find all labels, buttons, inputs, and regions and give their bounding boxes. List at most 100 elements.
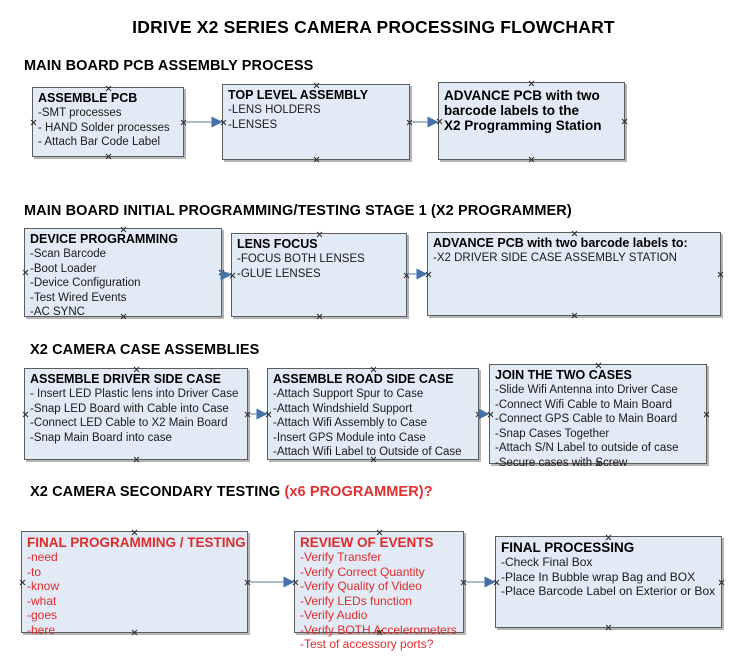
connector-handle-left[interactable]	[19, 579, 26, 586]
connector-handle-left[interactable]	[22, 411, 29, 418]
node-line: -Verify Correct Quantity	[300, 564, 425, 579]
connector-handle-bottom[interactable]	[605, 624, 612, 631]
node-review-of-events[interactable]: REVIEW OF EVENTS -Verify Transfer -Verif…	[292, 531, 467, 651]
section-header-main-board-initial-programming: MAIN BOARD INITIAL PROGRAMMING/TESTING S…	[24, 203, 572, 219]
node-line: -Attach Wifi Label to Outside of Case	[273, 446, 462, 458]
node-line: -Verify Quality of Video	[300, 579, 422, 593]
node-line: -goes	[27, 608, 58, 622]
node-line: - Insert LED Plastic lens into Driver Ca…	[30, 388, 239, 400]
connector-handle-left[interactable]	[22, 269, 29, 276]
connector-handle-top[interactable]	[528, 80, 535, 87]
node-line: -GLUE LENSES	[237, 267, 321, 280]
node-line: -Attach Windshield Support	[273, 402, 413, 415]
node-line: -FOCUS BOTH LENSES	[237, 253, 365, 265]
connector-handle-right[interactable]	[475, 411, 482, 418]
node-line: -Place In Bubble wrap Bag and BOX	[501, 569, 696, 584]
node-line: -Snap LED Board with Cable into Case	[30, 402, 229, 415]
node-line: -Place Barcode Label on Exterior or Box	[501, 584, 716, 598]
arrow-device-programming-to-lens-focus	[220, 269, 232, 281]
connector-handle-bottom[interactable]	[571, 312, 578, 319]
node-line: -what	[27, 593, 57, 608]
node-line: -Connect LED Cable to X2 Main Board	[30, 417, 228, 429]
node-title: ASSEMBLE PCB	[38, 91, 138, 105]
connector-handle-right[interactable]	[718, 579, 725, 586]
node-line: -Slide Wifi Antenna into Driver Case	[495, 384, 678, 396]
section-header-text: MAIN BOARD PCB ASSEMBLY PROCESS	[24, 58, 314, 74]
section-header-text: X2 CAMERA SECONDARY TESTING	[30, 484, 285, 500]
node-line: -Attach Wifi Assembly to Case	[273, 417, 428, 429]
connector-handle-bottom[interactable]	[133, 456, 140, 463]
node-line: barcode labels to the	[444, 103, 580, 118]
connector-handle-right[interactable]	[244, 411, 251, 418]
connector-handle-left[interactable]	[30, 119, 37, 126]
connector-handle-right[interactable]	[621, 118, 628, 125]
node-final-processing[interactable]: FINAL PROCESSING -Check Final Box -Place…	[495, 536, 722, 628]
node-assemble-pcb[interactable]: ASSEMBLE PCB -SMT processes - HAND Solde…	[32, 87, 184, 157]
connector-handle-right[interactable]	[218, 269, 225, 276]
connector-handle-right[interactable]	[703, 411, 710, 418]
connector-handle-left[interactable]	[220, 119, 227, 126]
node-line: -Secure cases with Screw	[495, 456, 628, 469]
node-line: -AC SYNC	[30, 306, 85, 318]
connector-handle-left[interactable]	[229, 272, 236, 279]
connector-handle-right[interactable]	[244, 579, 251, 586]
node-join-the-two-cases[interactable]: JOIN THE TWO CASES -Slide Wifi Antenna i…	[487, 364, 710, 469]
node-top-level-assembly[interactable]: TOP LEVEL ASSEMBLY -LENS HOLDERS -LENSES	[222, 84, 410, 160]
node-line: -Snap Main Board into case	[30, 431, 172, 444]
node-advance-pcb-x2-programming-station[interactable]: ADVANCE PCB with two barcode labels to t…	[438, 82, 625, 160]
connector-handle-left[interactable]	[265, 411, 272, 418]
connector-handle-right[interactable]	[717, 271, 724, 278]
node-line: -need	[27, 550, 58, 564]
connector-handle-left[interactable]	[425, 271, 432, 278]
node-title: ADVANCE PCB with two barcode labels to:	[433, 236, 688, 250]
connector-handle-left[interactable]	[487, 411, 494, 418]
connector-handle-right[interactable]	[403, 272, 410, 279]
node-line: -Scan Barcode	[30, 248, 107, 260]
connector-handle-left[interactable]	[493, 579, 500, 586]
connector-handle-bottom[interactable]	[528, 156, 535, 163]
node-line: - Attach Bar Code Label	[38, 136, 161, 148]
node-line: -Device Configuration	[30, 277, 141, 289]
node-line: -LENS HOLDERS	[228, 104, 321, 116]
node-line: -Verify Transfer	[300, 550, 382, 564]
node-title: LENS FOCUS	[237, 237, 318, 251]
node-lens-focus[interactable]: LENS FOCUS -FOCUS BOTH LENSES -GLUE LENS…	[231, 233, 407, 317]
node-title: FINAL PROGRAMMING / TESTING	[27, 535, 246, 550]
node-title: DEVICE PROGRAMMING	[30, 232, 178, 246]
node-assemble-road-side-case[interactable]: ASSEMBLE ROAD SIDE CASE -Attach Support …	[267, 368, 479, 460]
section-header-x2-camera-case-assemblies: X2 CAMERA CASE ASSEMBLIES	[30, 342, 259, 358]
page-title: IDRIVE X2 SERIES CAMERA PROCESSING FLOWC…	[132, 17, 615, 37]
connector-handle-bottom[interactable]	[105, 153, 112, 160]
connector-handle-right[interactable]	[180, 119, 187, 126]
node-title: FINAL PROCESSING	[501, 540, 635, 555]
node-title: JOIN THE TWO CASES	[495, 368, 632, 382]
connector-handle-right[interactable]	[406, 119, 413, 126]
node-line: -SMT processes	[38, 107, 122, 119]
node-line: -Boot Loader	[30, 262, 97, 275]
connector-handle-right[interactable]	[460, 579, 467, 586]
section-header-accent: (x6 PROGRAMMER)?	[284, 484, 433, 500]
node-title: ASSEMBLE ROAD SIDE CASE	[273, 372, 454, 386]
section-header-text: MAIN BOARD INITIAL PROGRAMMING/TESTING S…	[24, 203, 572, 219]
connector-handle-left[interactable]	[292, 579, 299, 586]
node-advance-pcb-driver-side-case[interactable]: ADVANCE PCB with two barcode labels to: …	[427, 232, 721, 316]
node-title: TOP LEVEL ASSEMBLY	[228, 88, 369, 102]
node-line: -Test Wired Events	[30, 291, 127, 304]
node-title: REVIEW OF EVENTS	[300, 535, 434, 550]
connector-handle-bottom[interactable]	[313, 156, 320, 163]
node-line: -here	[27, 622, 56, 637]
node-final-programming-testing[interactable]: FINAL PROGRAMMING / TESTING -need -to -k…	[19, 531, 251, 637]
node-line: -Connect GPS Cable to Main Board	[495, 413, 678, 425]
connector-handle-left[interactable]	[436, 118, 443, 125]
node-line: -Attach S/N Label to outside of case	[495, 442, 679, 454]
node-line: -LENSES	[228, 118, 278, 131]
section-header-main-board-pcb-assembly: MAIN BOARD PCB ASSEMBLY PROCESS	[24, 58, 313, 74]
node-line: -to	[27, 564, 42, 579]
node-line: -Attach Support Spur to Case	[273, 388, 424, 400]
node-device-programming[interactable]: DEVICE PROGRAMMING -Scan Barcode -Boot L…	[22, 228, 225, 318]
node-line: -X2 DRIVER SIDE CASE ASSEMBLY STATION	[433, 252, 677, 264]
node-line: -Test of accessory ports?	[300, 637, 434, 651]
node-assemble-driver-side-case[interactable]: ASSEMBLE DRIVER SIDE CASE - Insert LED P…	[24, 368, 248, 460]
connector-handle-bottom[interactable]	[316, 313, 323, 320]
